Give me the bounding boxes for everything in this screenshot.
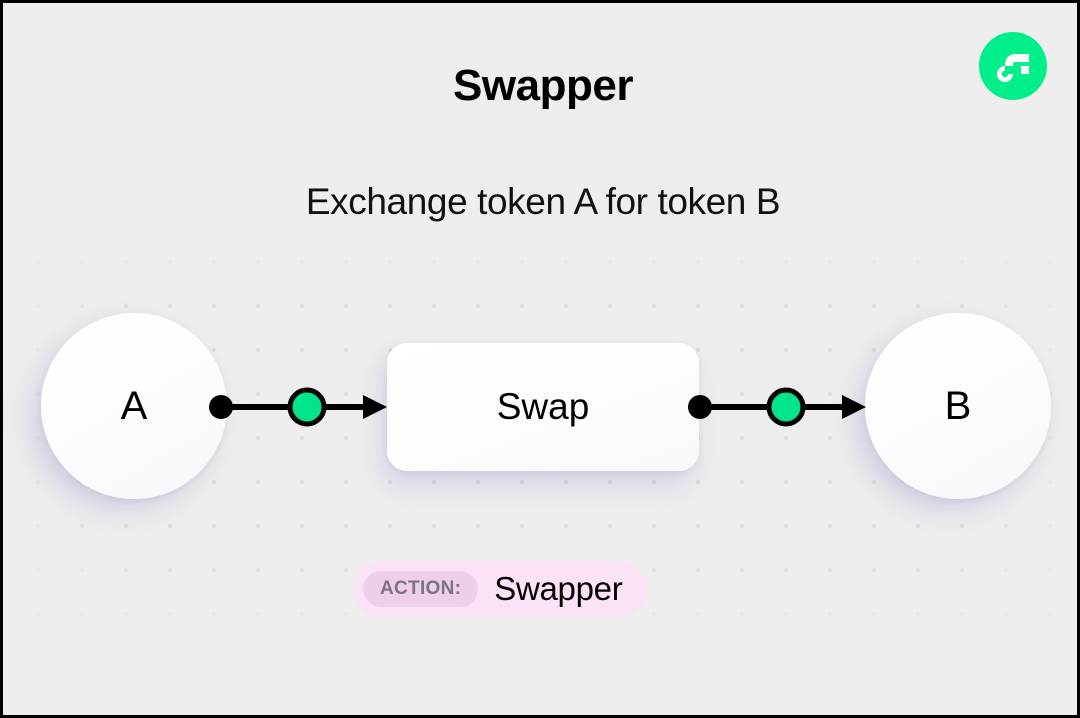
action-badge: ACTION: Swapper	[353, 561, 647, 617]
node-token-a-label: A	[120, 383, 148, 428]
action-badge-key: ACTION:	[363, 571, 479, 607]
page-subtitle: Exchange token A for token B	[305, 181, 781, 222]
node-swap[interactable]: Swap	[387, 343, 699, 471]
node-swap-label: Swap	[496, 386, 590, 427]
node-token-b[interactable]: B	[865, 313, 1051, 499]
flow-logo-icon	[979, 32, 1047, 100]
page-title: Swapper	[453, 61, 633, 110]
action-badge-value: Swapper	[494, 570, 623, 607]
node-token-b-label: B	[944, 383, 972, 428]
arrowhead-icon	[363, 395, 387, 419]
edge-marker-icon	[766, 387, 806, 427]
edge-swap-to-b[interactable]	[682, 382, 872, 432]
node-token-a[interactable]: A	[41, 313, 227, 499]
edge-marker-icon	[287, 387, 327, 427]
edge-a-to-swap[interactable]	[203, 382, 393, 432]
arrowhead-icon	[842, 395, 866, 419]
